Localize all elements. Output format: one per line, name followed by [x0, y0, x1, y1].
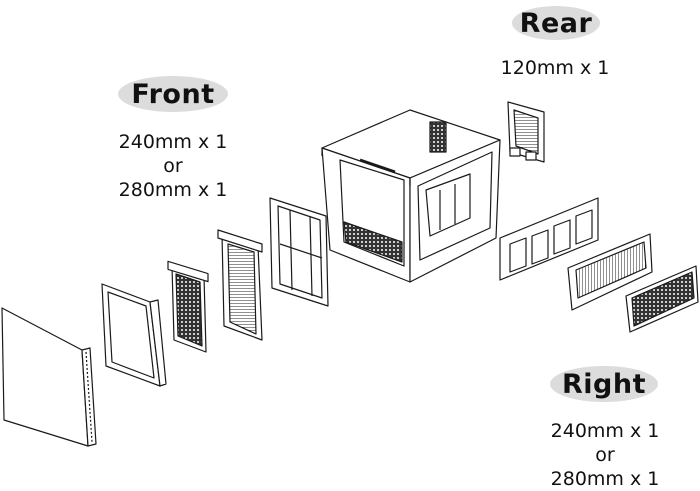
front-radiator-small	[167, 260, 209, 353]
right-radiator-2	[625, 265, 699, 333]
front-frame-panel	[101, 283, 167, 387]
right-bracket	[499, 197, 599, 281]
front-spec-line-1: 240mm x 1	[118, 131, 228, 153]
right-title: Right	[561, 368, 646, 400]
right-radiator-1	[567, 233, 653, 311]
rear-title: Rear	[519, 7, 593, 39]
front-bracket	[269, 197, 329, 307]
front-spec-line-3: 280mm x 1	[118, 179, 228, 201]
front-spec: 240mm x 1 or 280mm x 1	[108, 130, 238, 202]
right-spec: 240mm x 1 or 280mm x 1	[540, 419, 670, 491]
front-radiator-large	[217, 229, 263, 341]
right-spec-line-3: 280mm x 1	[550, 468, 660, 490]
front-spec-line-2: or	[163, 155, 183, 177]
rear-label-pill: Rear	[512, 6, 600, 40]
front-title: Front	[131, 78, 215, 110]
front-side-panel	[1, 307, 97, 447]
front-label-pill: Front	[118, 76, 228, 112]
right-spec-line-1: 240mm x 1	[550, 420, 660, 442]
right-spec-line-2: or	[595, 444, 615, 466]
rear-spec-line-1: 120mm x 1	[500, 57, 610, 79]
rear-spec: 120mm x 1	[490, 56, 620, 80]
chassis	[321, 109, 501, 283]
rear-radiator	[507, 101, 545, 163]
right-label-pill: Right	[550, 366, 658, 402]
